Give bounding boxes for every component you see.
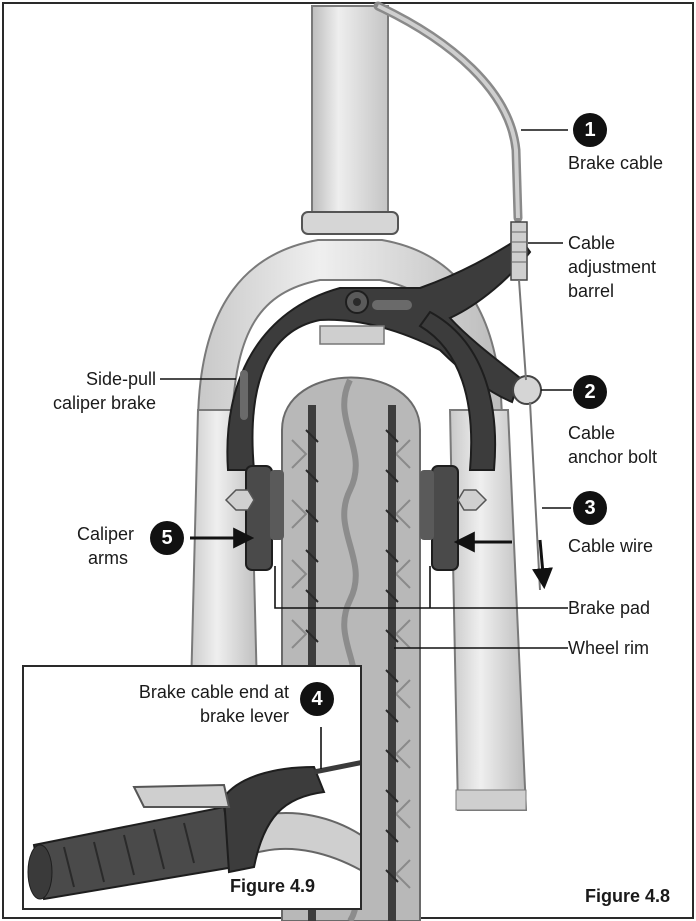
figure-4-9-caption: Figure 4.9 xyxy=(230,876,316,896)
callout-brake-cable-label: Brake cable xyxy=(568,153,664,173)
callout-5-badge: 5 xyxy=(150,521,184,555)
steerer-tube xyxy=(311,5,389,222)
callout-cable-end-line-1: Brake cable end at xyxy=(138,682,289,702)
caliper-inner-arm xyxy=(418,310,497,471)
callout-2-badge: 2 xyxy=(573,375,607,409)
callout-caliper-arms-line-1: Caliper xyxy=(76,524,134,544)
callout-1-badge: 1 xyxy=(573,113,607,147)
leader-brake-pad xyxy=(274,566,568,609)
callout-cable-wire-label: Cable wire xyxy=(568,536,654,556)
brake-pad-left xyxy=(245,465,273,571)
caliper-slot-top xyxy=(372,300,412,310)
inset-cable xyxy=(313,760,360,775)
adjustment-barrel xyxy=(510,221,528,281)
center-bolt-core xyxy=(353,298,361,306)
grip-end xyxy=(27,844,53,900)
brake-cable-housing xyxy=(373,1,523,223)
callout-4-badge: 4 xyxy=(300,682,334,716)
lever-blade xyxy=(132,783,231,808)
lever-body xyxy=(222,765,326,874)
pad-face-right xyxy=(420,470,434,540)
brake-lever-illustration xyxy=(27,727,360,901)
cable-end-arrow xyxy=(532,539,553,590)
brake-pad-right xyxy=(431,465,459,571)
fork-leg-right-end xyxy=(455,789,527,811)
callout-3-badge: 3 xyxy=(573,491,607,525)
handlebar-grip xyxy=(32,805,236,901)
callout-side-pull-line-2: caliper brake xyxy=(52,393,156,413)
caliper-outer-arm xyxy=(226,236,532,471)
cable-wire xyxy=(518,279,541,591)
grip-texture xyxy=(63,822,195,888)
mount-nut-left xyxy=(224,489,255,511)
mount-nut-right xyxy=(457,489,488,511)
callout-brake-pad-label: Brake pad xyxy=(568,598,651,618)
headset-ring xyxy=(301,211,399,235)
callout-cable-end-line-2: brake lever xyxy=(199,706,289,726)
caliper-slot-left xyxy=(240,370,248,420)
pad-face-left xyxy=(270,470,284,540)
callout-anchor-line-1: Cable xyxy=(568,423,616,443)
figure-4-8-caption: Figure 4.8 xyxy=(585,886,671,906)
anchor-bolt-shape xyxy=(512,375,542,405)
callout-caliper-arms-line-2: arms xyxy=(88,548,128,568)
center-mount xyxy=(319,325,385,345)
callout-side-pull-line-1: Side-pull xyxy=(85,369,156,389)
callout-adjustment-line-2: adjustment xyxy=(568,257,657,277)
callout-wheel-rim-label: Wheel rim xyxy=(568,638,650,658)
callout-adjustment-line-1: Cable xyxy=(568,233,616,253)
callout-adjustment-line-3: barrel xyxy=(568,281,615,301)
callout-anchor-line-2: anchor bolt xyxy=(568,447,658,467)
